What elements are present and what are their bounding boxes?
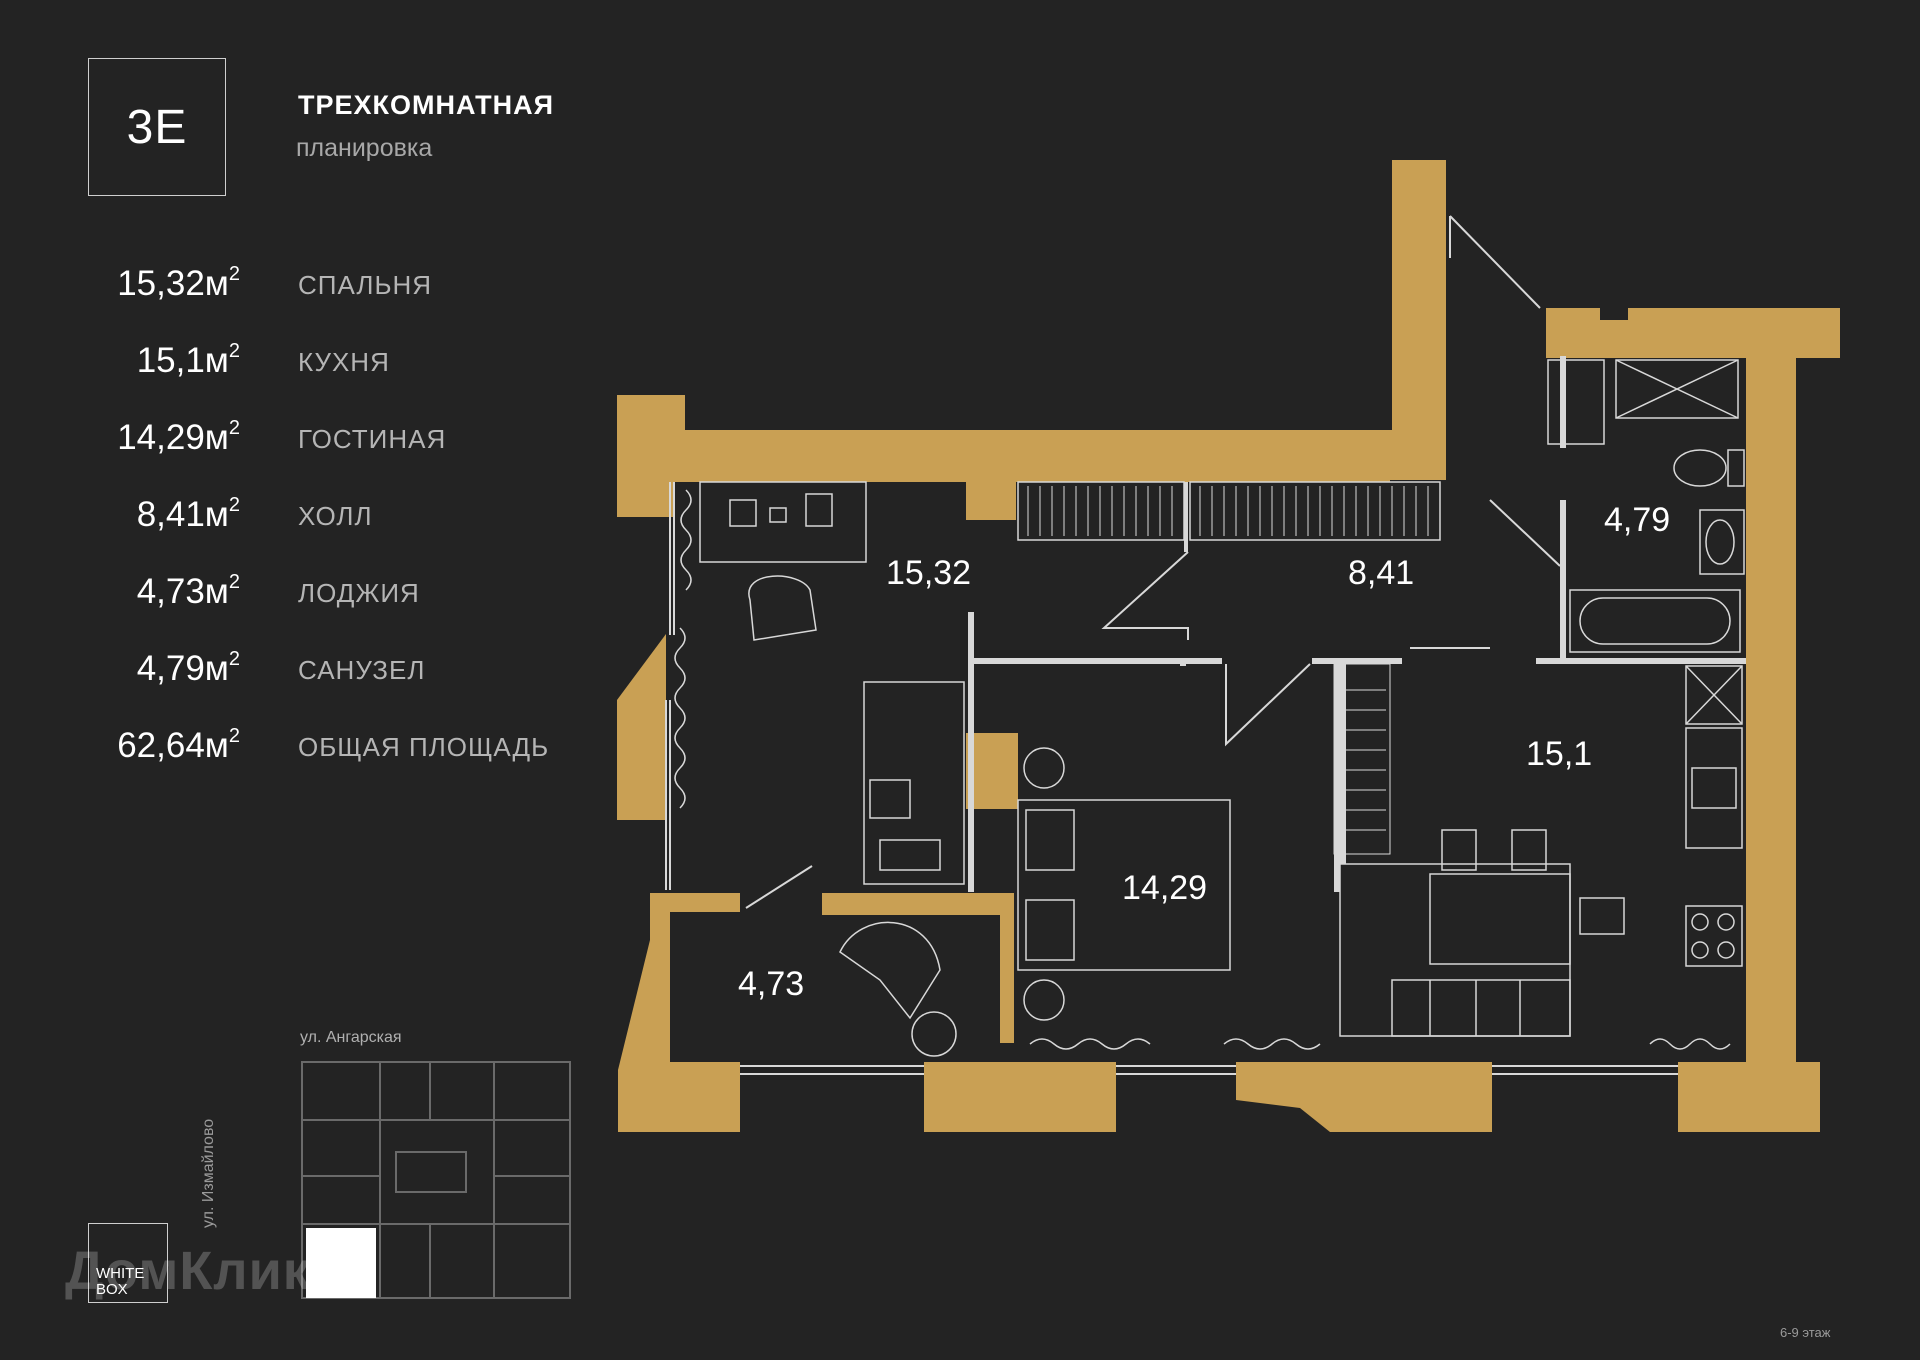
spec-label: ОБЩАЯ ПЛОЩАДЬ <box>298 732 550 762</box>
apartment-code: 3E <box>126 100 188 154</box>
plan-area-kitchen: 15,1 <box>1526 735 1592 773</box>
spec-value: 15,1м2 <box>136 340 240 380</box>
minimap-apartment-highlight <box>306 1228 376 1298</box>
corridor-wardrobe <box>1333 663 1391 855</box>
logo-line-1: WHITE <box>96 1265 145 1282</box>
loggia-furniture <box>839 921 957 1057</box>
logo-line-2: BOX <box>96 1281 128 1298</box>
doors <box>745 215 1561 909</box>
plan-area-bathroom: 4,79 <box>1604 501 1670 539</box>
floor-range: 6-9 этаж <box>1780 1325 1831 1340</box>
building-minimap <box>301 1061 571 1299</box>
windows <box>665 482 1678 1075</box>
kitchen-furniture <box>1339 665 1743 1050</box>
spec-value: 15,32м2 <box>117 263 240 303</box>
plan-area-living: 14,29 <box>1122 869 1207 907</box>
spec-value: 4,79м2 <box>136 648 240 688</box>
walls <box>617 160 1840 1132</box>
plan-area-hall: 8,41 <box>1348 554 1414 592</box>
whitebox-logo: WHITE BOX <box>88 1223 168 1303</box>
wardrobe-hatching <box>1027 486 1429 536</box>
spec-value: 8,41м2 <box>136 494 240 534</box>
spec-value: 62,64м2 <box>117 725 240 765</box>
bathroom-fixtures <box>1547 359 1745 653</box>
plan-area-loggia: 4,73 <box>738 965 804 1003</box>
partitions <box>968 356 1746 892</box>
spec-label: ЛОДЖИЯ <box>298 578 420 608</box>
spec-value: 4,73м2 <box>136 571 240 611</box>
spec-label: КУХНЯ <box>298 347 390 377</box>
watermark: ДомКлик <box>65 1241 311 1301</box>
apartment-type-title: ТРЕХКОМНАТНАЯ <box>298 90 555 120</box>
living-furniture <box>1017 747 1321 1050</box>
spec-label: САНУЗЕЛ <box>298 655 426 685</box>
spec-label: ХОЛЛ <box>298 501 373 531</box>
street-label-top: ул. Ангарская <box>300 1029 402 1046</box>
spec-label: СПАЛЬНЯ <box>298 270 433 300</box>
hall-wardrobe <box>1017 481 1441 541</box>
apartment-code-badge: 3E <box>88 58 226 196</box>
apartment-subtitle: планировка <box>296 134 433 162</box>
spec-label: ГОСТИНАЯ <box>298 424 447 454</box>
plan-area-bedroom: 15,32 <box>886 554 971 592</box>
bedroom-furniture <box>674 481 965 885</box>
spec-value: 14,29м2 <box>117 417 240 457</box>
street-label-side: ул. Измайлово <box>200 1118 217 1228</box>
